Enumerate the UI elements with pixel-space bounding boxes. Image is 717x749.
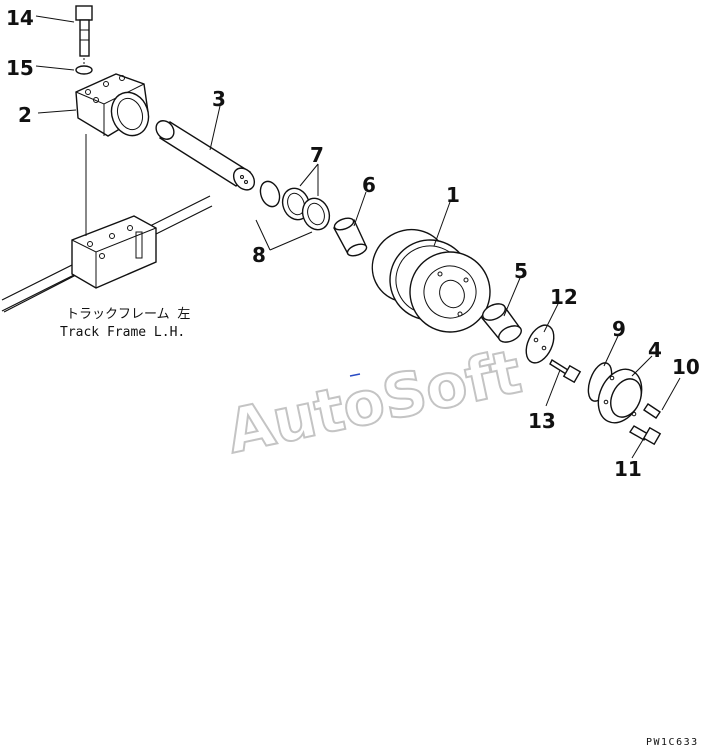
frame-label-jp: トラックフレーム 左 [66, 307, 190, 322]
part-10-bolt [643, 403, 661, 419]
callout-7: 7 [310, 143, 324, 167]
watermark-mark [349, 373, 361, 377]
callout-9: 9 [612, 317, 626, 341]
part-12-plate [525, 324, 555, 364]
part-3-shaft [155, 120, 256, 191]
drawing-code: PW1C633 [646, 737, 699, 748]
track-frame [1, 195, 213, 313]
callout-1: 1 [446, 183, 460, 207]
callout-2: 2 [18, 103, 32, 127]
part-11-bolt [629, 425, 662, 446]
frame-label-en: Track Frame L.H. [60, 325, 185, 340]
leader-lines [35, 15, 681, 459]
callout-13: 13 [528, 409, 556, 433]
watermark: AutoSoft [221, 337, 527, 467]
callout-5: 5 [514, 259, 528, 283]
part-4-cover [597, 368, 643, 424]
callout-10: 10 [672, 355, 700, 379]
callout-12: 12 [550, 285, 578, 309]
part-2-bracket [75, 73, 150, 137]
callout-4: 4 [648, 338, 662, 362]
part-14-bolt [75, 5, 93, 57]
callout-11: 11 [614, 457, 642, 481]
callout-8: 8 [252, 243, 266, 267]
part-5-bushing [480, 303, 522, 343]
part-6-bushing [333, 217, 368, 257]
part-7-8-seals [259, 180, 331, 231]
callout-3: 3 [212, 87, 226, 111]
part-13-bolt [549, 358, 582, 384]
callout-15: 15 [6, 56, 34, 80]
part-1-roller [371, 228, 491, 333]
callout-6: 6 [362, 173, 376, 197]
part-15-washer [75, 65, 93, 75]
callout-14: 14 [6, 6, 34, 30]
